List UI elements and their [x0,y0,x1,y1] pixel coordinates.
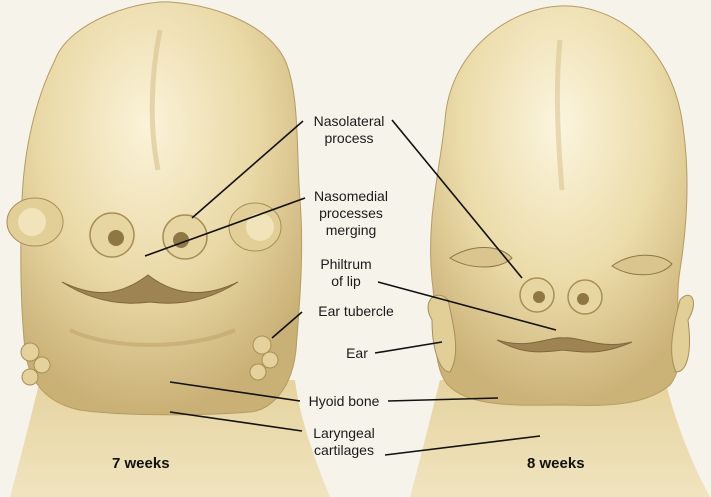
label-nasolateral-line2: process [306,130,392,147]
label-laryngeal: Laryngeal cartilages [300,425,388,459]
label-nasomedial-line1: Nasomedial [308,188,394,205]
label-laryngeal-line1: Laryngeal [300,425,388,442]
caption-7-weeks: 7 weeks [112,455,170,472]
label-philtrum-line1: Philtrum [313,256,379,273]
nostril-right-b-hole [577,293,589,305]
label-hyoid-bone: Hyoid bone [300,393,388,410]
leader-ear [375,342,442,353]
label-philtrum: Philtrum of lip [313,256,379,290]
nostril-right-a-hole [533,291,545,303]
label-nasomedial-line3: merging [308,222,394,239]
label-laryngeal-line2: cartilages [300,442,388,459]
label-ear-tubercle: Ear tubercle [306,303,406,320]
embryo-7-weeks [7,2,330,497]
nasal-pit-left-a-hole [108,230,124,246]
label-nasomedial: Nasomedial processes merging [308,188,394,239]
label-nasolateral-line1: Nasolateral [306,113,392,130]
label-nasolateral: Nasolateral process [306,113,392,147]
label-nasomedial-line2: processes [308,205,394,222]
embryo-8-weeks [410,6,710,497]
eye-bulge-left-1-inner [18,208,46,236]
caption-8-weeks: 8 weeks [527,455,585,472]
label-ear: Ear [340,345,374,362]
label-philtrum-line2: of lip [313,273,379,290]
